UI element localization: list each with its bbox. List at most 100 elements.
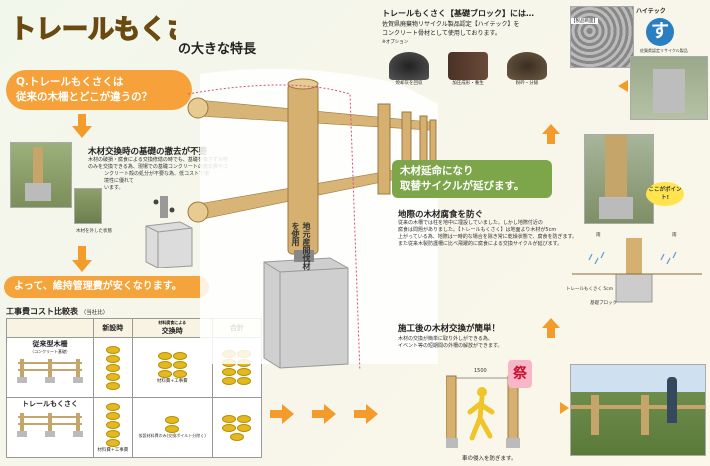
walker-body — [467, 395, 495, 441]
cost-header-blank — [6, 318, 94, 338]
cost-row1-new — [93, 337, 133, 398]
cost-row2-exchange-note: 仮設材料費のみ(交換ボイルト分除く) — [138, 433, 206, 438]
photo-block — [25, 183, 51, 201]
event-photo — [570, 364, 706, 456]
cost-row1-exchange-note: 材料費+工事費 — [156, 378, 188, 384]
cost-row2-exchange: 仮設材料費のみ(交換ボイルト分除く) — [131, 397, 213, 458]
foundation-body-line: のみを交換できる為、現場での基礎コンクリートの撤去費やコ — [88, 164, 228, 170]
foundation-body: 木材の破損・腐食による交換修繕の時でも、基礎を壊さず木材 のみを交換できる為、現… — [88, 157, 266, 192]
conventional-fence-diagram — [17, 359, 83, 383]
event-post — [641, 395, 649, 435]
upper-rail-end — [187, 97, 209, 119]
cost-header-exchange-small: 材料腐食による — [158, 320, 187, 325]
foundation-photo-small — [74, 188, 102, 224]
event-post — [591, 395, 599, 435]
ash-pile-image — [389, 52, 429, 80]
closeup-post — [605, 135, 627, 205]
pole-label-line2: を使用 — [291, 222, 300, 246]
cost-table-title-text: 工事費コスト比較表 — [6, 307, 78, 316]
diagram-post — [626, 238, 642, 274]
cost-row1-name: 従来型木柵 — [32, 340, 68, 348]
cost-row2-label: トレールもくさく — [6, 397, 94, 458]
rot-body-line: 従来の木柵では柱を地中に埋設していました。しかし地際付近の — [398, 220, 543, 226]
person-figure — [667, 377, 677, 423]
exchange-body: 木材の交換が簡単に取り外しができる為、 イベント等の短期間の外柵の解放ができます… — [398, 336, 558, 350]
cost-row-trail: トレールもくさく 材料費+工事費 仮設材料費のみ(交換ボイルト分除く) — [6, 397, 263, 458]
arrow-down-1 — [72, 114, 92, 138]
festival-sign: 祭 — [508, 360, 532, 388]
recycle-item: 粉砕・分級 — [502, 52, 552, 86]
recycle-body-line2: コンクリート骨材として使用しております。 — [382, 30, 501, 37]
callout-line2: 取替サイクルが延びます。 — [400, 180, 525, 192]
block-photo — [630, 56, 708, 120]
bolt-shape — [169, 207, 175, 213]
diagram-label-1: トレールもくさく 5cm — [566, 287, 614, 292]
arrow-down-2 — [72, 246, 92, 272]
recycle-item-label: 加圧成形・養生 — [452, 81, 484, 86]
cost-row2-total — [211, 397, 263, 458]
dimension-label: 1500 — [474, 368, 487, 374]
concrete-block — [263, 257, 349, 369]
recycle-item: 焼却灰を回収 — [384, 52, 434, 86]
conclusion-banner: よって、維持管理費が安くなります。 — [4, 276, 209, 298]
question-line2: 従来の木柵とどこが違うの？ — [16, 91, 153, 103]
arrow-right-1 — [270, 404, 294, 424]
rot-body-line: 上がっている為、地際は一時的な場合を除き常に乾燥状態で、腐食を防ぎます。 — [398, 234, 578, 240]
arrow-up-2 — [542, 318, 560, 338]
photo-post — [33, 147, 43, 187]
rot-body: 従来の木柵では柱を地中に埋設していました。しかし地際付近の 腐食は問題がありまし… — [398, 220, 596, 248]
rot-body-line: 腐食は問題がありました。【トレールもくさく】は地面より木材が5cm — [398, 227, 557, 233]
callout-line1: 木材延命になり — [400, 165, 474, 177]
cost-table-title: 工事費コスト比較表 （当社比） — [6, 306, 108, 317]
cross-section-photo: 【製品断面】 — [570, 6, 634, 68]
arrow-right-2 — [312, 404, 336, 424]
foundation-body-line: 境性に優れて — [104, 178, 134, 184]
point-badge: ここがポイント! — [646, 182, 684, 206]
recycle-logo-caption: 佐賀県認定リサイクル製品 — [640, 48, 688, 53]
cost-row2-new: 材料費+工事費 — [93, 397, 133, 458]
walker-head — [477, 387, 487, 397]
rain-diagram — [572, 238, 702, 303]
exchange-body-line: 木材の交換が簡単に取り外しができる為、 — [398, 336, 493, 342]
foundation-body-line: 木材の破損・腐食による交換修繕の時でも、基礎を壊さず木材 — [88, 157, 228, 163]
foundation-body-line: います。 — [104, 185, 124, 191]
diagram-block — [615, 273, 653, 303]
trail-fence-diagram — [17, 413, 83, 437]
pole-label: 地元産間伐材 を使用 — [282, 222, 312, 270]
arrow-right-3 — [354, 404, 378, 424]
post-closeup-photo — [584, 134, 654, 224]
diagram-label-2: 基礎ブロック — [590, 301, 617, 306]
recycle-body: 佐賀県廃棄物リサイクル製品認定【ハイテック】を コンクリート骨材として使用してお… — [382, 20, 519, 47]
recycle-item-label: 粉砕・分級 — [515, 81, 539, 86]
cost-header-new: 新設時 — [93, 318, 133, 338]
foundation-diagram — [145, 196, 193, 268]
pole-label-line1: 地元産間伐材 — [302, 222, 311, 270]
arrow-up-1 — [542, 124, 560, 144]
recycle-body-line1: 佐賀県廃棄物リサイクル製品認定【ハイテック】を — [382, 21, 520, 28]
block-photo-shape — [653, 69, 685, 113]
cost-row1-exchange: 材料費+工事費 — [131, 337, 213, 398]
fence-illustration — [187, 68, 438, 370]
arrow-left-recycle — [618, 80, 628, 92]
cost-row2-name: トレールもくさく — [22, 400, 78, 408]
bracket-shape — [160, 196, 168, 218]
foundation-body-line: ンクリート殻の処分が不要な為、低コストで環 — [104, 171, 210, 177]
title-logo-text: トレールもくさく — [10, 15, 176, 45]
lower-rail-end — [187, 201, 209, 223]
pressed-block-image — [448, 52, 488, 80]
rain-label-1: 雨 — [596, 233, 601, 238]
cost-row1-sub: （コンクリート基礎） — [30, 349, 70, 354]
recycle-item: 加圧成形・養生 — [443, 52, 493, 86]
hitech-label: ハイテック — [636, 8, 666, 15]
post-2 — [377, 103, 391, 195]
bottom-arrows — [270, 404, 378, 424]
event-rail — [571, 405, 705, 409]
rain-label-2: 雨 — [672, 233, 677, 238]
rot-body-line: また従来木製防護柵に比べ飛躍的に腐食による交換サイクルが延びます。 — [398, 241, 563, 247]
recycle-items: 焼却灰を回収 加圧成形・養生 粉砕・分級 — [384, 52, 552, 86]
exchange-heading: 施工後の木材交換が簡単！ — [398, 324, 501, 334]
foundation-diagram-label: 木材を外した状態 — [76, 229, 112, 234]
title-logo: トレールもくさく — [9, 14, 176, 46]
recycle-option: ※オプション — [382, 40, 409, 45]
foundation-heading: 木材交換時の基礎の撤去が不要 — [88, 147, 208, 157]
